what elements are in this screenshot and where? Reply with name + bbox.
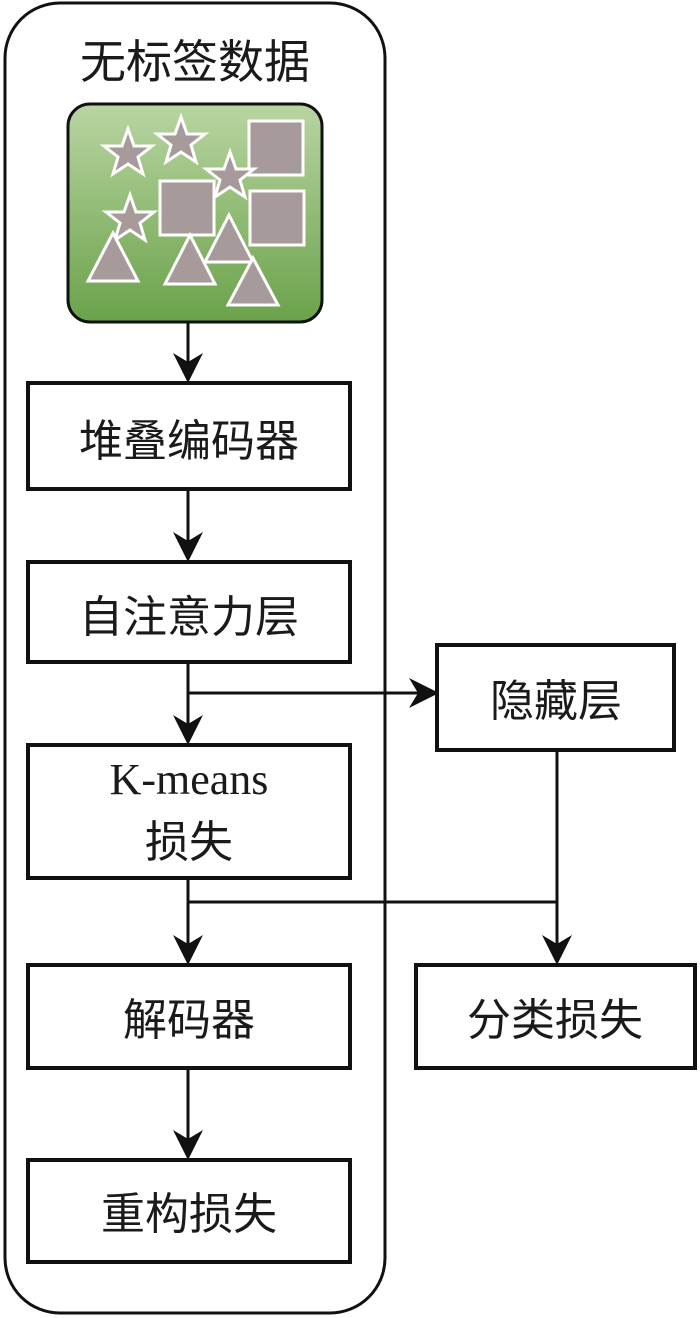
decoder-node: 解码器 [26,963,352,1070]
stacked-encoder-label: 堆叠编码器 [79,416,299,467]
star-shape [201,147,259,201]
star-shape [99,124,157,178]
kmeans-loss-node: K-means 损失 [26,743,352,880]
triangle-shape [162,231,218,286]
self-attention-label: 自注意力层 [79,592,299,643]
unlabeled-data-image [66,102,324,324]
square-shape [158,179,216,237]
kmeans-loss-label: 损失 [145,817,233,868]
self-attention-node: 自注意力层 [26,560,352,664]
decoder-label: 解码器 [123,995,255,1046]
star-shape [152,112,210,166]
container-title: 无标签数据 [80,35,310,89]
square-shape [247,119,305,177]
stacked-encoder-node: 堆叠编码器 [26,381,352,491]
triangle-shape [225,254,281,307]
square-shape [248,189,306,247]
reconstruction-loss-label: 重构损失 [101,1189,277,1240]
kmeans-label: K-means [110,755,269,804]
hidden-layer-node: 隐藏层 [435,643,676,752]
triangle-shape [85,229,141,283]
classification-loss-label: 分类损失 [467,995,643,1046]
hidden-layer-label: 隐藏层 [490,676,622,727]
star-shape [101,190,159,244]
classification-loss-node: 分类损失 [414,963,697,1070]
triangle-shape [202,211,256,264]
reconstruction-loss-node: 重构损失 [26,1158,352,1264]
